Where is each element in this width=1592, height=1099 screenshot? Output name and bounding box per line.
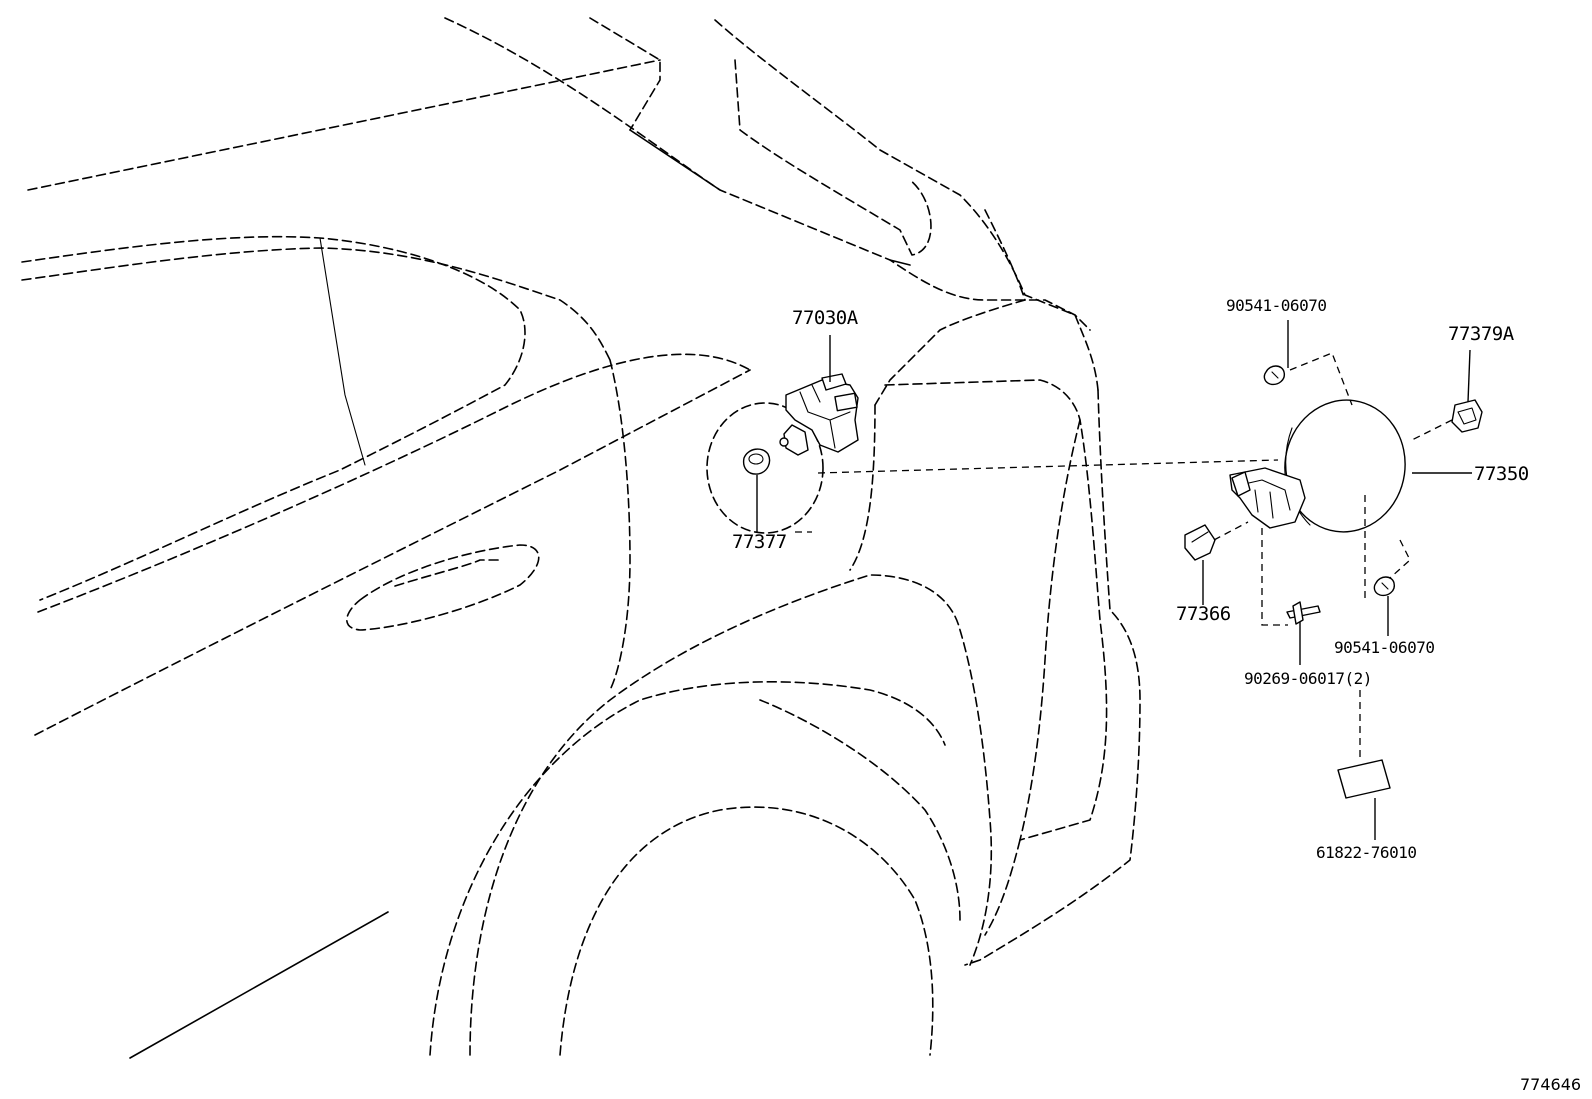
fuel-lid-actuator-part bbox=[779, 373, 859, 456]
label-90541-06070-bottom: 90541-06070 bbox=[1334, 638, 1434, 657]
leader-lines bbox=[756, 320, 1472, 840]
fuel-lid-assembly-part bbox=[1229, 399, 1406, 533]
grommet-part bbox=[742, 448, 771, 475]
label-61822-76010: 61822-76010 bbox=[1316, 843, 1416, 862]
label-77030A: 77030A bbox=[792, 307, 859, 329]
label-90541-06070-top: 90541-06070 bbox=[1226, 296, 1326, 315]
label-77379A: 77379A bbox=[1448, 323, 1515, 345]
rivet-part bbox=[1286, 601, 1321, 625]
cushion-part-bottom bbox=[1373, 576, 1395, 597]
stopper-part bbox=[1451, 399, 1483, 433]
label-90269-06017: 90269-06017(2) bbox=[1244, 669, 1372, 688]
fuel-filler-opening bbox=[706, 402, 824, 534]
cushion-part-top bbox=[1263, 365, 1285, 386]
label-77350: 77350 bbox=[1474, 463, 1529, 485]
vehicle-body-outline bbox=[21, 17, 1141, 1059]
pad-part bbox=[1337, 759, 1391, 799]
spring-part bbox=[1184, 524, 1216, 561]
label-77366: 77366 bbox=[1176, 603, 1231, 625]
label-77377: 77377 bbox=[732, 531, 787, 553]
illustration-reference-number: 774646 bbox=[1520, 1075, 1581, 1094]
part-labels: 77030A 77377 90541-06070 77379A 77350 77… bbox=[732, 296, 1529, 862]
